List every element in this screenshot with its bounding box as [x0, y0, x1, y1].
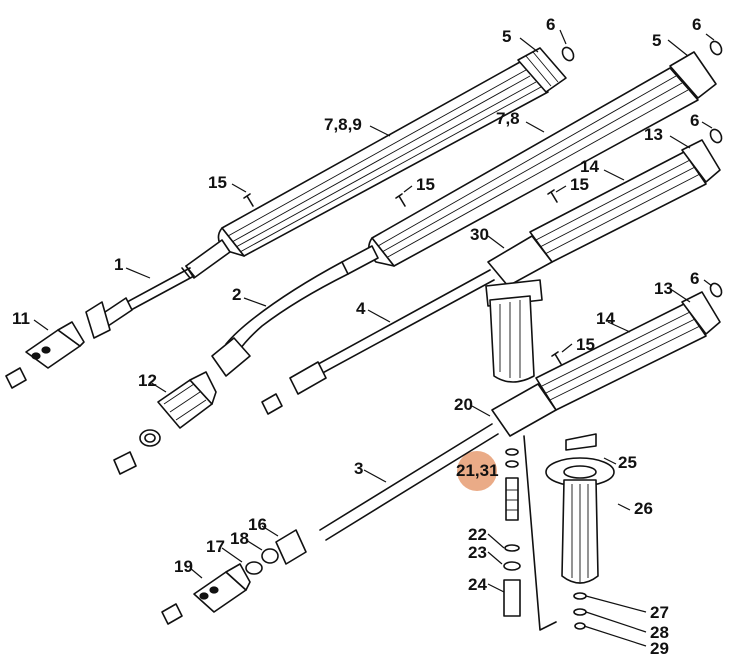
- nozzle-12: [113, 371, 217, 475]
- callout-13: 13: [644, 125, 663, 144]
- callout-13: 13: [654, 279, 673, 298]
- callout-29: 29: [650, 639, 669, 658]
- callout-7-8-9: 7,8,9: [324, 115, 362, 134]
- callout-20: 20: [454, 395, 473, 414]
- callout-15: 15: [570, 175, 589, 194]
- callout-6: 6: [692, 15, 701, 34]
- callout-12: 12: [138, 371, 157, 390]
- callout-5: 5: [652, 31, 661, 50]
- callout-28: 28: [650, 623, 669, 642]
- callout-14: 14: [580, 157, 599, 176]
- callout-30: 30: [470, 225, 489, 244]
- callout-1: 1: [114, 255, 123, 274]
- callout-7-8: 7,8: [496, 109, 520, 128]
- callout-15: 15: [576, 335, 595, 354]
- lance-7-8-9: [85, 46, 575, 339]
- callout-25: 25: [618, 453, 637, 472]
- callout-22: 22: [468, 525, 487, 544]
- callout-24: 24: [468, 575, 487, 594]
- callout-18: 18: [230, 529, 249, 548]
- nozzle-19-assembly: [161, 529, 307, 625]
- callout-labels: 6 5 6 5 7,8,9 7,8 13 6 14 15 15 15 30 1 …: [12, 15, 701, 658]
- leader-lines: [33, 29, 715, 647]
- callout-4: 4: [356, 299, 366, 318]
- callout-17: 17: [206, 537, 225, 556]
- callout-6: 6: [690, 111, 699, 130]
- callout-2: 2: [232, 285, 241, 304]
- callout-16: 16: [248, 515, 267, 534]
- callout-6: 6: [546, 15, 555, 34]
- callout-14: 14: [596, 309, 615, 328]
- callout-21-31: 21,31: [456, 461, 499, 480]
- callout-19: 19: [174, 557, 193, 576]
- callout-11: 11: [12, 309, 30, 328]
- callout-26: 26: [634, 499, 653, 518]
- callout-5: 5: [502, 27, 511, 46]
- callout-6: 6: [690, 269, 699, 288]
- callout-15: 15: [208, 173, 227, 192]
- callout-15: 15: [416, 175, 435, 194]
- nozzle-11: [5, 321, 85, 389]
- callout-3: 3: [354, 459, 363, 478]
- lance-with-handle-30: [261, 128, 723, 415]
- lance-7-8: [211, 40, 723, 377]
- screws-15: [243, 189, 562, 365]
- callout-27: 27: [650, 603, 669, 622]
- highlight-circle: [457, 451, 497, 491]
- callout-23: 23: [468, 543, 487, 562]
